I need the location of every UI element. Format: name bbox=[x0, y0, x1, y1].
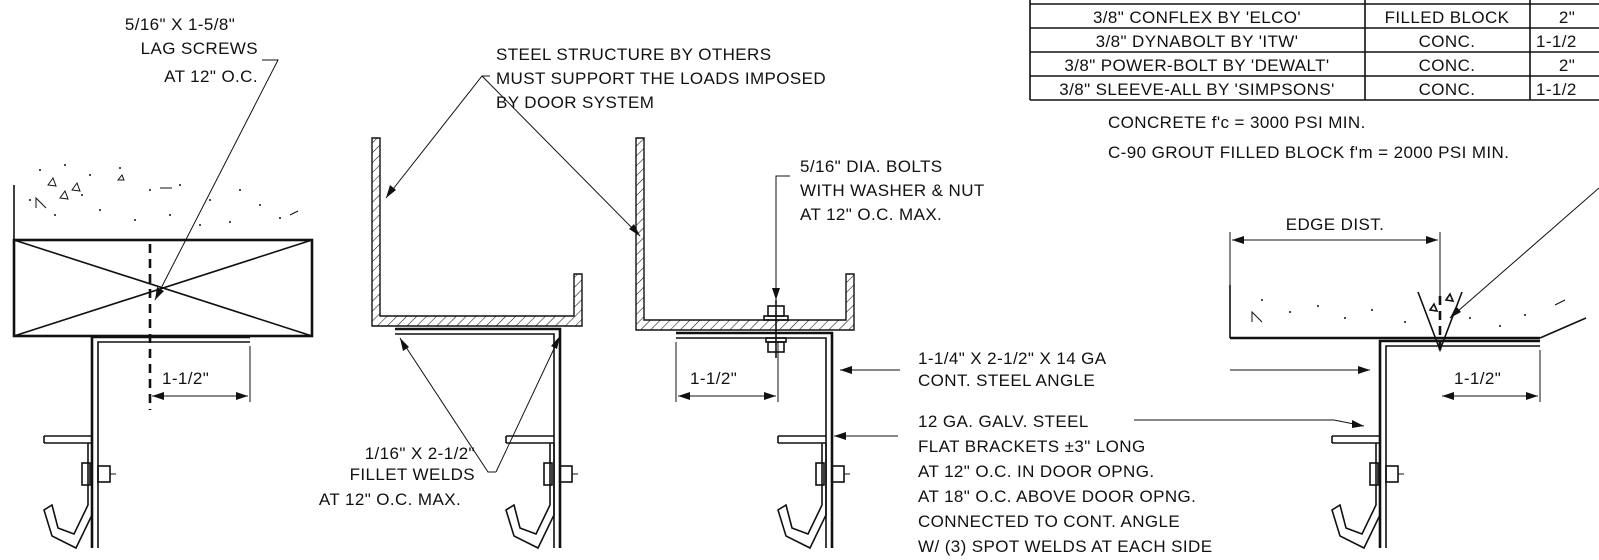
weld-label-line3: AT 12" O.C. MAX. bbox=[319, 490, 461, 509]
table-row-1-substrate: FILLED BLOCK bbox=[1385, 8, 1510, 27]
steel-structure-note: STEEL STRUCTURE BY OTHERS MUST SUPPORT T… bbox=[385, 45, 826, 237]
steel-note-line1: STEEL STRUCTURE BY OTHERS bbox=[496, 45, 771, 64]
edge-dist-label: EDGE DIST. bbox=[1286, 215, 1384, 234]
steel-note-line3: BY DOOR SYSTEM bbox=[496, 93, 654, 112]
wood-edge-dimension: 1-1/2" bbox=[162, 369, 209, 388]
bolts-label-line2: WITH WASHER & NUT bbox=[800, 181, 985, 200]
bolts-label-line3: AT 12" O.C. MAX. bbox=[800, 205, 942, 224]
table-row-4-substrate: CONC. bbox=[1419, 80, 1476, 99]
concrete-edge-dimension: 1-1/2" bbox=[1454, 369, 1501, 388]
lag-screw-label-line3: AT 12" O.C. bbox=[164, 67, 258, 86]
table-row-4-fastener: 3/8" SLEEVE-ALL BY 'SIMPSONS' bbox=[1059, 80, 1334, 99]
table-row-2-substrate: CONC. bbox=[1419, 32, 1476, 51]
steel-edge-dimension: 1-1/2" bbox=[690, 369, 737, 388]
table-row-2-fastener: 3/8" DYNABOLT BY 'ITW' bbox=[1096, 32, 1299, 51]
concrete-anchor-detail: EDGE DIST. 1-1/2" bbox=[1229, 187, 1599, 550]
bracket-label-line4: AT 18" O.C. ABOVE DOOR OPNG. bbox=[918, 487, 1196, 506]
table-row-1-fastener: 3/8" CONFLEX BY 'ELCO' bbox=[1093, 8, 1301, 27]
table-row-2-edge: 1-1/2 bbox=[1536, 32, 1577, 51]
concrete-note: CONCRETE f'c = 3000 PSI MIN. bbox=[1108, 113, 1366, 132]
bracket-label-line5: CONNECTED TO CONT. ANGLE bbox=[918, 512, 1180, 531]
angle-bracket-labels: 1-1/4" X 2-1/2" X 14 GA CONT. STEEL ANGL… bbox=[834, 349, 1370, 556]
weld-label-line1: 1/16" X 2-1/2" bbox=[365, 444, 475, 463]
anchor-table: 3/8" CONFLEX BY 'ELCO' FILLED BLOCK 2" 3… bbox=[1029, 0, 1599, 101]
steel-channel-welded-detail: 1/16" X 2-1/2" FILLET WELDS AT 12" O.C. … bbox=[319, 137, 583, 550]
wood-header-detail: 1-1/2" 5/16" X 1-5/8" LAG SCREWS AT 12" … bbox=[12, 15, 314, 550]
lag-screw-label-line1: 5/16" X 1-5/8" bbox=[125, 15, 235, 34]
bracket-label-line2: FLAT BRACKETS ±3" LONG bbox=[918, 437, 1146, 456]
bolts-label-line1: 5/16" DIA. BOLTS bbox=[800, 157, 943, 176]
table-row-3-edge: 2" bbox=[1559, 56, 1575, 75]
table-row-3-substrate: CONC. bbox=[1419, 56, 1476, 75]
bracket-label-line3: AT 12" O.C. IN DOOR OPNG. bbox=[918, 462, 1154, 481]
lag-screw-label-line2: LAG SCREWS bbox=[141, 39, 258, 58]
table-row-3-fastener: 3/8" POWER-BOLT BY 'DEWALT' bbox=[1064, 56, 1329, 75]
table-row-1-edge: 2" bbox=[1559, 8, 1575, 27]
bracket-label-line1: 12 GA. GALV. STEEL bbox=[918, 412, 1089, 431]
steel-channel-bolted-detail: 1-1/2" 5/16" DIA. BOLTS WITH WASHER & NU… bbox=[635, 137, 985, 550]
angle-label-line2: CONT. STEEL ANGLE bbox=[918, 371, 1095, 390]
grout-note: C-90 GROUT FILLED BLOCK f'm = 2000 PSI M… bbox=[1108, 143, 1509, 162]
table-row-4-edge: 1-1/2 bbox=[1536, 80, 1577, 99]
weld-label-line2: FILLET WELDS bbox=[350, 465, 475, 484]
steel-note-line2: MUST SUPPORT THE LOADS IMPOSED bbox=[496, 69, 826, 88]
angle-label-line1: 1-1/4" X 2-1/2" X 14 GA bbox=[918, 349, 1107, 368]
material-notes: CONCRETE f'c = 3000 PSI MIN. C-90 GROUT … bbox=[1108, 113, 1509, 162]
bracket-label-line6: W/ (3) SPOT WELDS AT EACH SIDE bbox=[918, 537, 1212, 556]
